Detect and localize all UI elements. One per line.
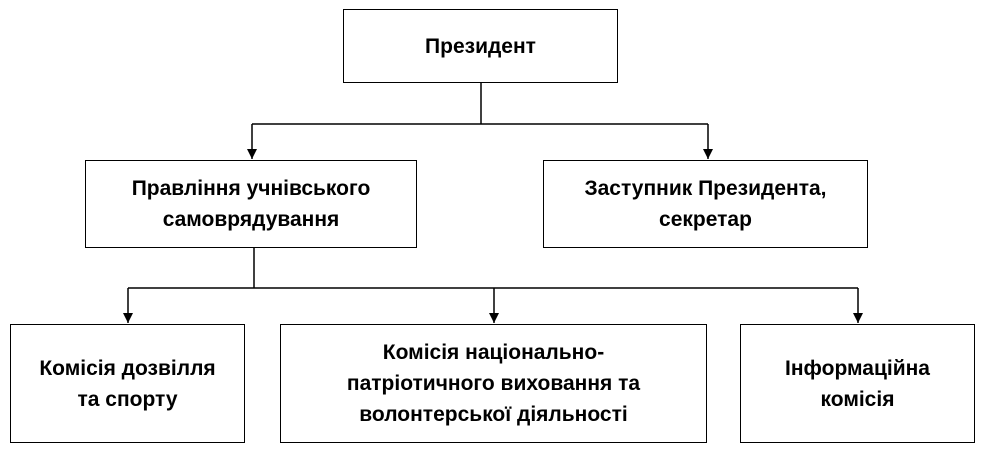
node-deputy-secretary-label: Заступник Президента, секретар xyxy=(584,177,827,231)
node-president: Президент xyxy=(343,9,618,83)
node-leisure-sport-commission-label: Комісія дозвілля та спорту xyxy=(39,356,216,411)
node-information-commission: Інформаційна комісія xyxy=(740,324,975,443)
node-patriotic-volunteer-commission: Комісія національно- патріотичного вихов… xyxy=(280,324,707,443)
node-patriotic-volunteer-commission-label: Комісія національно- патріотичного вихов… xyxy=(346,341,641,426)
node-information-commission-label: Інформаційна комісія xyxy=(785,356,930,411)
node-student-board: Правління учнівського самоврядування xyxy=(85,160,417,248)
node-deputy-secretary: Заступник Президента, секретар xyxy=(543,160,868,248)
node-president-label: Президент xyxy=(425,34,536,58)
node-leisure-sport-commission: Комісія дозвілля та спорту xyxy=(10,324,245,443)
node-student-board-label: Правління учнівського самоврядування xyxy=(131,177,371,231)
